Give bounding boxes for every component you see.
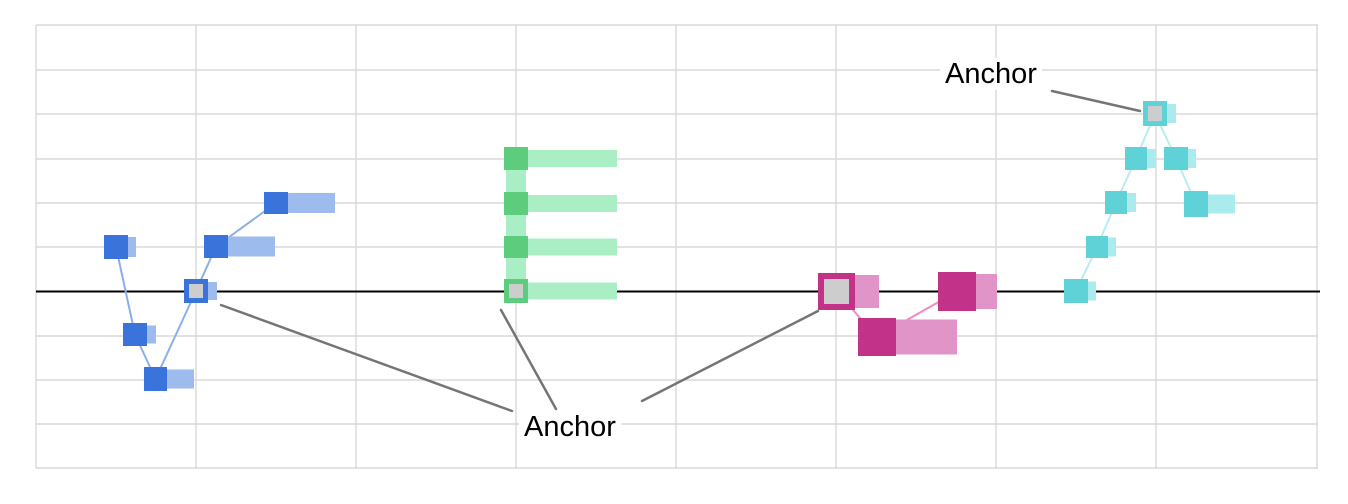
cyan-marker-bar [1147, 149, 1156, 168]
cyan-anchor-marker[interactable] [1143, 101, 1167, 126]
blue-marker-bar [147, 325, 156, 344]
pink-marker-bar [896, 319, 957, 355]
blue-marker-bar [128, 237, 136, 257]
leader-line [1050, 89, 1142, 113]
blue-marker-bar [288, 193, 335, 213]
blue-marker-square[interactable] [144, 367, 167, 391]
cyan-marker-bar [1167, 104, 1176, 123]
pink-marker-bar [855, 275, 879, 308]
blue-marker-bar [228, 236, 275, 257]
pink-marker-bar [976, 274, 997, 309]
green-marker-bar [528, 195, 617, 212]
green-marker-bar [528, 150, 617, 167]
cyan-marker-bar [1127, 193, 1136, 212]
cyan-marker-square[interactable] [1064, 279, 1088, 303]
blue-marker-square[interactable] [204, 235, 228, 258]
blue-connector-line [154, 290, 197, 380]
anchor-label-top[interactable]: Anchor [940, 57, 1042, 91]
blue-connector-line [115, 246, 136, 335]
pink-marker-square[interactable] [858, 318, 896, 356]
cyan-marker-bar [1188, 149, 1196, 168]
cyan-marker-square[interactable] [1125, 147, 1147, 170]
green-marker-bar [528, 238, 617, 256]
leader-line [640, 309, 820, 403]
cyan-marker-square[interactable] [1184, 191, 1208, 217]
blue-marker-square[interactable] [123, 323, 147, 346]
cyan-marker-bar [1108, 237, 1116, 257]
blue-marker-bar [208, 282, 217, 300]
green-marker-square[interactable] [504, 236, 528, 258]
leader-line [219, 303, 514, 413]
green-marker-square[interactable] [504, 147, 528, 170]
green-marker-bar [528, 282, 617, 300]
blue-marker-square[interactable] [264, 192, 288, 214]
cyan-marker-square[interactable] [1164, 147, 1188, 170]
green-marker-square[interactable] [504, 192, 528, 215]
cyan-marker-bar [1088, 281, 1096, 301]
blue-anchor-marker[interactable] [184, 279, 208, 303]
pink-anchor-marker[interactable] [818, 273, 855, 310]
blue-marker-bar [167, 369, 194, 389]
blue-marker-square[interactable] [104, 235, 128, 259]
green-anchor-marker[interactable] [504, 279, 528, 303]
cyan-marker-square[interactable] [1105, 191, 1127, 214]
green-connector-column [506, 158, 526, 291]
cyan-marker-bar [1208, 194, 1235, 214]
anchor-label-bottom[interactable]: Anchor [519, 410, 621, 444]
cyan-marker-square[interactable] [1086, 236, 1108, 258]
leader-line [499, 308, 558, 411]
pink-marker-square[interactable] [938, 272, 976, 311]
